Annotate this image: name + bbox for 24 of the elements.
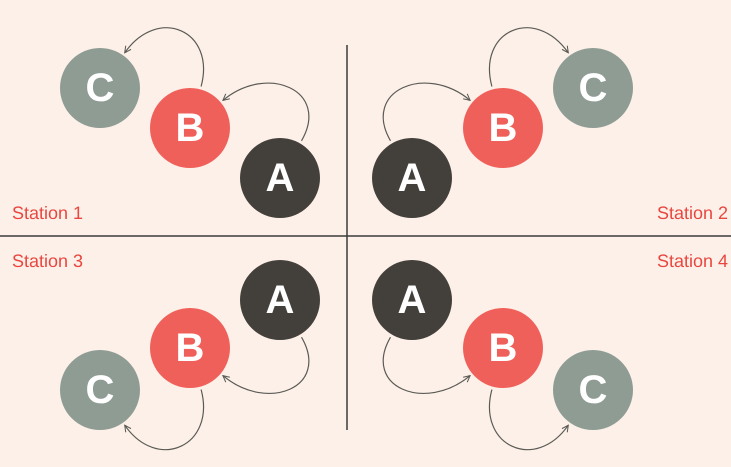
node-letter: A — [398, 158, 426, 198]
curved-arrow — [222, 336, 310, 394]
node-letter: B — [488, 108, 518, 148]
node-letter: C — [578, 370, 608, 410]
station-label: Station 3 — [12, 251, 84, 272]
node-letter: C — [86, 68, 114, 108]
node-letter: C — [86, 370, 114, 410]
node-letter: B — [176, 328, 204, 368]
curved-arrow — [489, 27, 569, 87]
station-label: Station 2 — [656, 203, 728, 224]
curved-arrow — [382, 336, 471, 394]
node-letter: A — [398, 280, 426, 320]
node-letter: A — [266, 280, 294, 320]
curved-arrow — [124, 27, 204, 87]
node-letter: A — [266, 158, 294, 198]
node-letter: B — [176, 108, 204, 148]
node-letter: B — [488, 328, 518, 368]
curved-arrow — [382, 82, 471, 142]
curved-arrow — [124, 389, 204, 450]
curved-arrow — [489, 389, 569, 450]
curved-arrow — [222, 82, 310, 142]
node-letter: C — [578, 68, 608, 108]
station-label: Station 1 — [12, 203, 84, 224]
station-label: Station 4 — [656, 251, 728, 272]
